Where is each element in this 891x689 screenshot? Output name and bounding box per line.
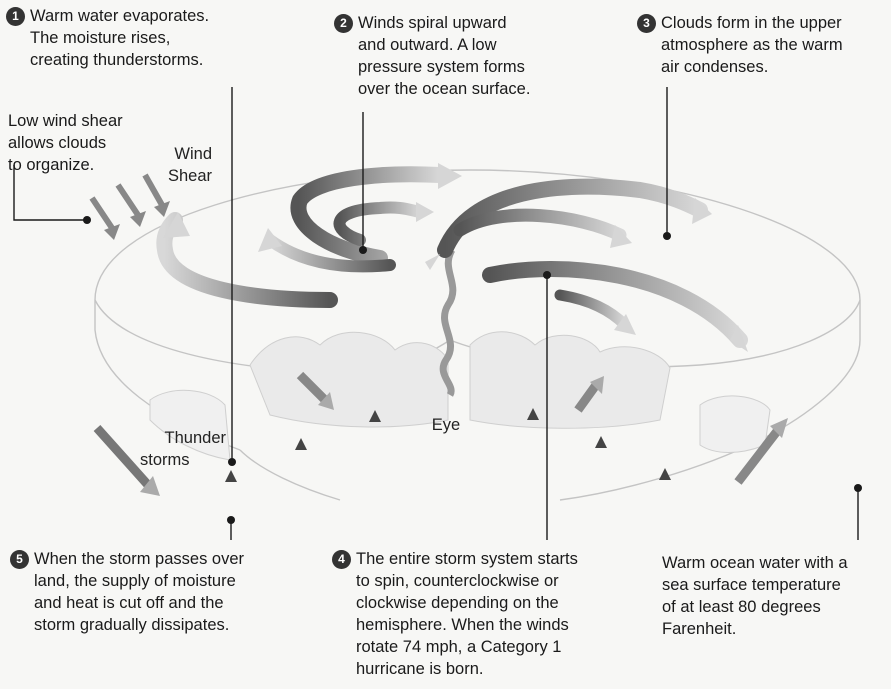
step-2-text: 2Winds spiral upward and outward. A low …: [334, 12, 530, 100]
step-4-text: 4The entire storm system starts to spin,…: [332, 548, 578, 680]
eye-label: Eye: [426, 414, 466, 436]
diagonal-arrowheads: [140, 376, 788, 496]
step-2-badge: 2: [334, 14, 353, 33]
step-3-text: 3Clouds form in the upper atmosphere as …: [637, 12, 843, 78]
step-1-badge: 1: [6, 7, 25, 26]
ocean-note: Warm ocean water with a sea surface temp…: [662, 552, 848, 640]
wind-shear-note: Low wind shear allows clouds to organize…: [8, 110, 123, 176]
step-5-badge: 5: [10, 550, 29, 569]
step-1-text: 1Warm water evaporates. The moisture ris…: [6, 5, 209, 71]
thunderstorms-label: Thunder storms: [140, 427, 226, 471]
cloud-cutaway: [150, 332, 770, 460]
step-4-badge: 4: [332, 550, 351, 569]
wind-shear-label: Wind Shear: [150, 143, 212, 187]
step-5-text: 5When the storm passes over land, the su…: [10, 548, 244, 636]
step-3-badge: 3: [637, 14, 656, 33]
